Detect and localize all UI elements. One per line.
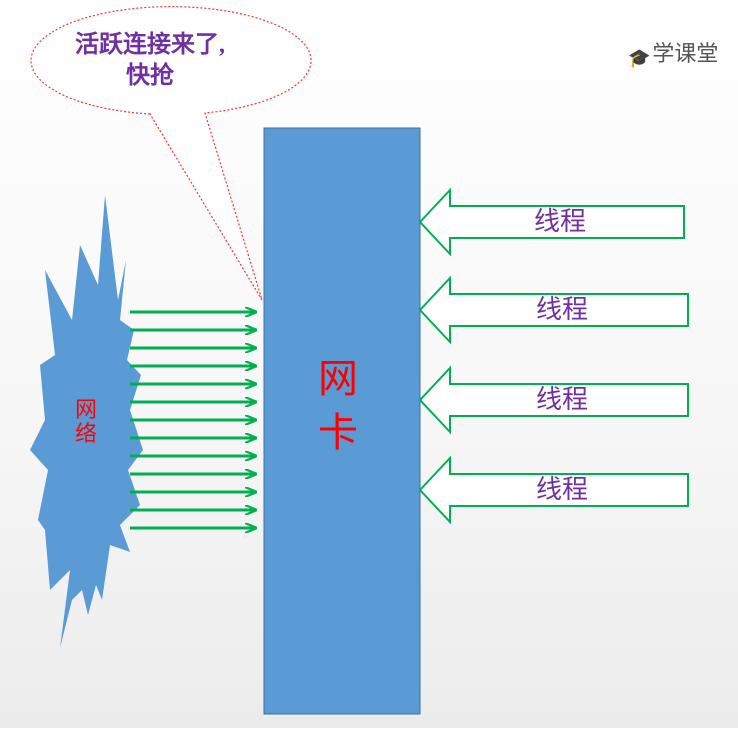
thread-label: 线程 — [533, 207, 586, 236]
nic-label-line: 网 — [318, 356, 358, 401]
brand-logo: 🎓 学课堂 — [628, 36, 718, 68]
thread-label: 线程 — [535, 295, 588, 324]
speech-bubble-text: 活跃连接来了, 快抢 — [30, 30, 270, 92]
thread-arrow — [418, 455, 689, 525]
speech-bubble — [30, 6, 312, 301]
nic-block — [263, 127, 421, 715]
thread-label: 线程 — [535, 385, 588, 414]
brand-logo-text: 学课堂 — [652, 42, 719, 67]
network-label: 网 络 — [68, 398, 104, 446]
network-label-line: 络 — [74, 421, 97, 446]
nic-label-line: 卡 — [318, 410, 358, 455]
speech-bubble-line: 活跃连接来了, — [75, 32, 225, 58]
thread-label: 线程 — [535, 475, 588, 504]
thread-arrow — [418, 187, 685, 257]
connection-arrows — [130, 312, 256, 528]
network-label-line: 网 — [74, 397, 97, 422]
graduation-cap-icon: 🎓 — [628, 48, 651, 69]
speech-bubble-line: 快抢 — [126, 63, 174, 89]
thread-arrow — [418, 275, 689, 345]
thread-arrow — [418, 365, 689, 435]
network-burst — [30, 195, 143, 648]
nic-label: 网 卡 — [310, 352, 366, 460]
